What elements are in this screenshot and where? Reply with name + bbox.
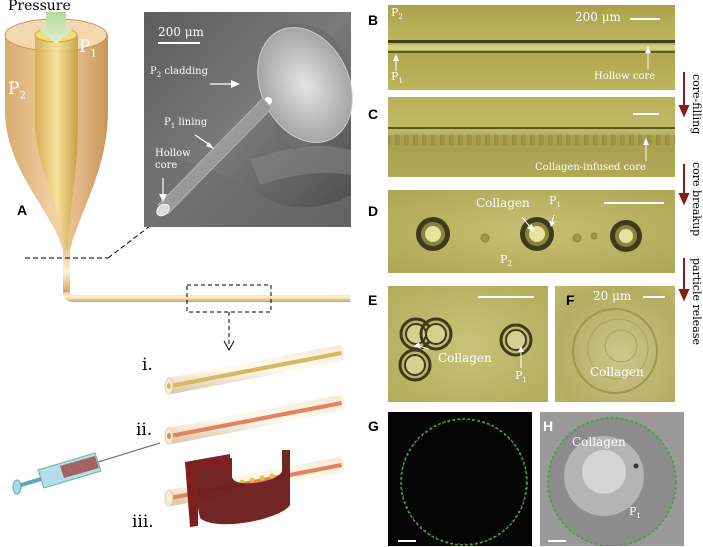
drawn-fiber: [63, 292, 350, 302]
panel-f-collagen-label: Collagen: [590, 365, 644, 379]
preform-core: [35, 35, 78, 250]
hollow-core-label: Hollow core: [594, 71, 656, 82]
panel-label-b: B: [368, 12, 379, 28]
panel-f-scale-label: 20 μm: [593, 289, 632, 303]
panel-label-g: G: [368, 418, 379, 434]
collagen-infused-core-label: Collagen-infused core: [535, 162, 646, 173]
panel-label-e: E: [368, 292, 378, 308]
selection-box: [186, 284, 272, 313]
step-iii-label: iii.: [132, 512, 154, 532]
core-filling-label: core-filling: [690, 74, 703, 135]
pressure-arrow: [38, 12, 74, 44]
panel-e-collagen-label: Collagen: [438, 351, 492, 365]
particle-right: [610, 220, 642, 252]
panel-h-collagen-label: Collagen: [572, 435, 626, 449]
panel-f-micrograph: [555, 286, 675, 402]
panel-g-fluorescence: [388, 412, 532, 546]
panel-b-micrograph: [388, 5, 675, 90]
panel-d-p2-label: P2: [500, 253, 512, 269]
panel-e-p1-label: P1: [515, 369, 527, 385]
particle-left: [416, 217, 450, 251]
p1-lining-label: P1 lining: [164, 117, 208, 130]
p1-label: P1: [79, 37, 97, 60]
pressure-label: Pressure: [8, 0, 71, 14]
panel-b-scale-label: 200 μm: [575, 10, 621, 24]
panel-h-overlay: [540, 412, 684, 546]
p2-cladding-label: P2 cladding: [150, 66, 208, 79]
panel-b-p1-label: P1: [391, 70, 403, 86]
syringe: [12, 442, 161, 495]
panel-label-d: D: [368, 203, 379, 219]
panel-label-h: H: [543, 418, 554, 434]
heater-block: [190, 450, 290, 525]
panel-d-micrograph: [388, 190, 675, 273]
panel-d-p1-label: P1: [549, 194, 561, 210]
step-i-label: i.: [142, 355, 153, 375]
hollow-core-label-1: Hollow: [155, 148, 191, 159]
panel-h-p1-label: P1: [629, 505, 641, 521]
step-i-rod: [164, 345, 345, 395]
panel-label-f: F: [566, 292, 575, 308]
hollow-core-label-2: core: [155, 160, 178, 171]
step-ii-rod: [164, 395, 345, 445]
panel-b-p2-label: P2: [391, 6, 403, 22]
particle-release-label: particle release: [690, 258, 703, 345]
panel-c-micrograph: [388, 97, 675, 177]
step-iii-rod: [164, 450, 345, 527]
sem-scale-label: 200 μm: [158, 25, 204, 39]
panel-label-a: A: [17, 202, 28, 218]
step-ii-label: ii.: [136, 420, 153, 440]
panel-d-collagen-label: Collagen: [476, 196, 530, 210]
panel-e-micrograph: [388, 286, 548, 402]
core-breakup-label: core breakup: [690, 162, 703, 237]
panel-label-c: C: [368, 106, 379, 122]
p2-label: P2: [8, 79, 26, 102]
